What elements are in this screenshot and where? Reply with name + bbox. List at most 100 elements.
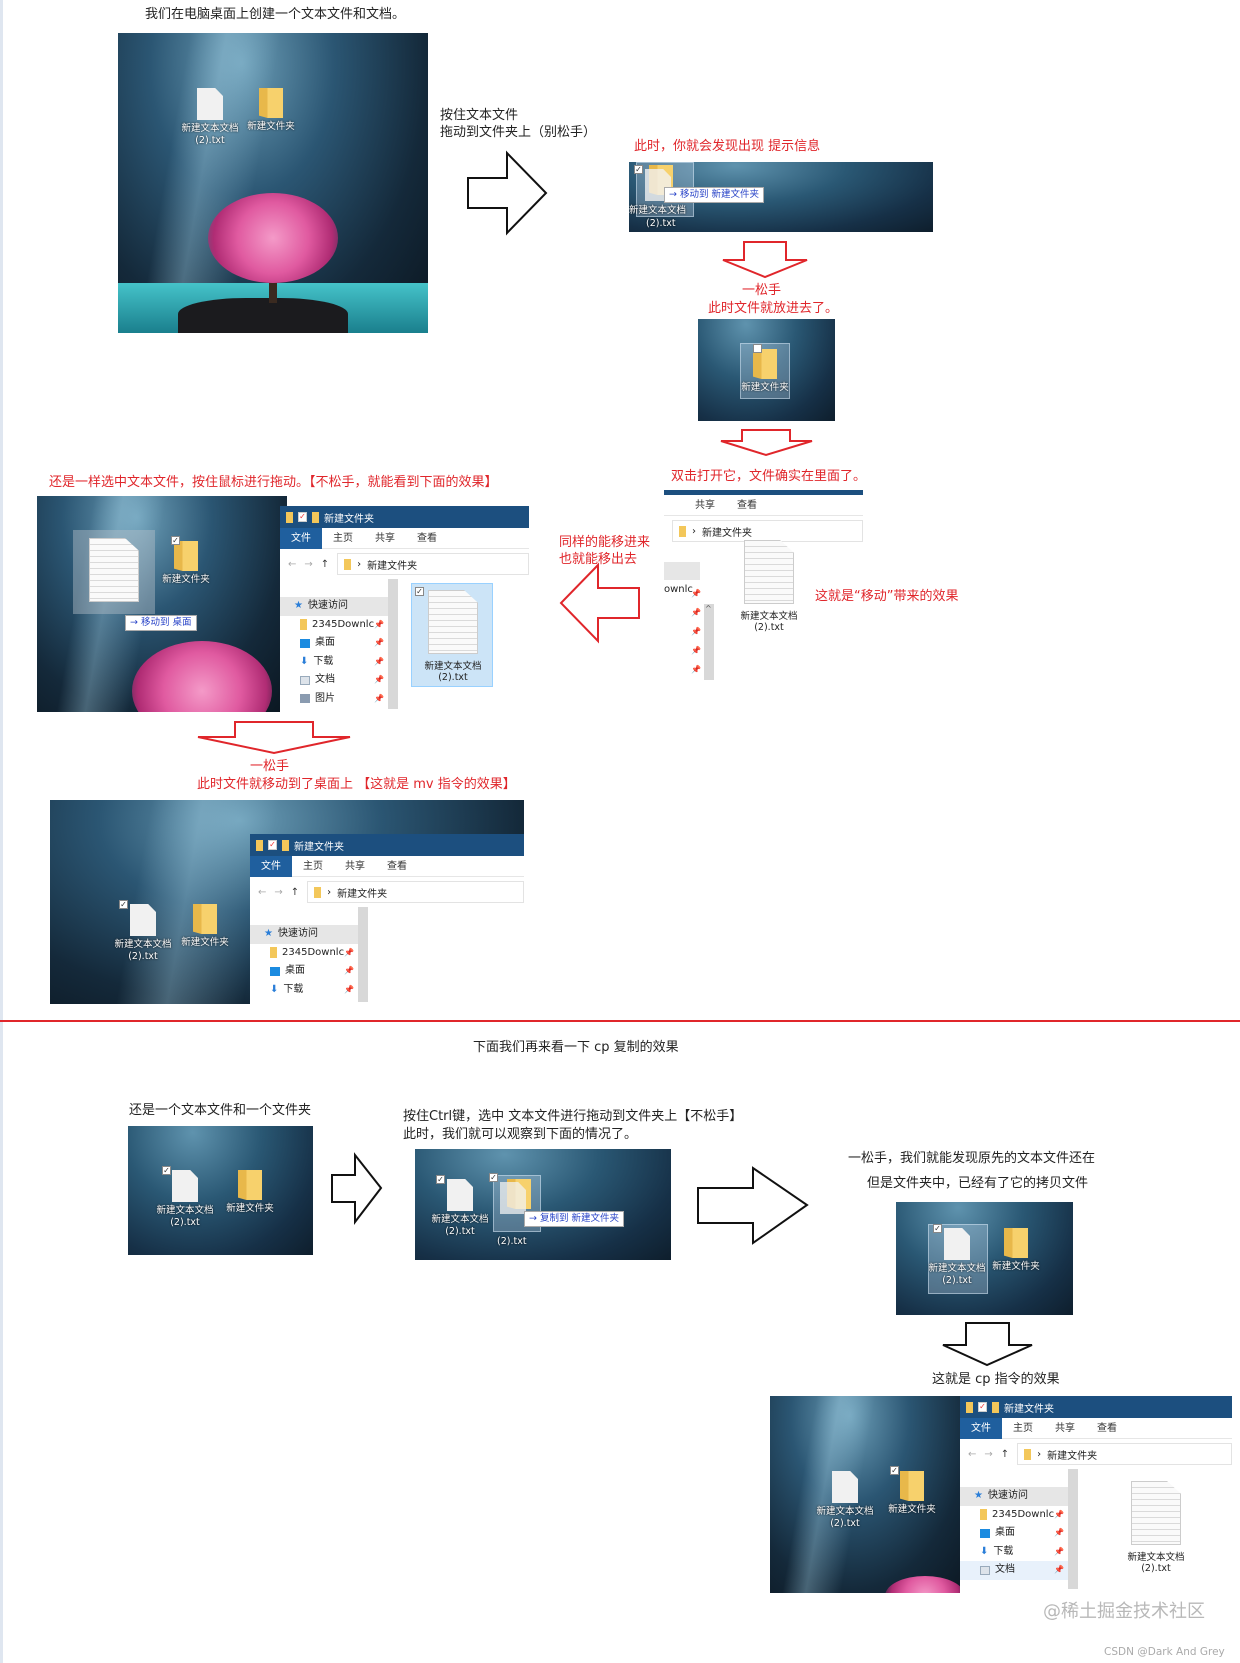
tab-file[interactable]: 文件	[280, 527, 322, 549]
file-label: 新建文本文档	[740, 611, 798, 622]
desktop-file-icon[interactable]: 新建文本文档(2).txt	[150, 1170, 220, 1229]
back-icon[interactable]: ←	[258, 886, 267, 898]
nav-item-desktop[interactable]: 桌面📌	[960, 1524, 1068, 1543]
decor	[256, 839, 263, 851]
desktop-folder-icon[interactable]: 新建文件夹	[730, 349, 800, 394]
breadcrumb[interactable]: ›新建文件夹	[307, 881, 524, 903]
title-bar-edge	[664, 490, 863, 495]
nav-item-2345downloads[interactable]: 2345Downlc📌	[280, 616, 388, 635]
file-in-folder[interactable]: 新建文本文档(2).txt	[734, 540, 804, 633]
desktop-folder-icon[interactable]: 新建文件夹	[151, 541, 221, 586]
decor	[197, 721, 351, 755]
forward-icon[interactable]: →	[984, 1448, 993, 1460]
desktop-file-icon[interactable]: 新建文本文档(2).txt	[922, 1228, 992, 1287]
navigation-pane: ★快速访问 2345Downlc📌 桌面📌 ⬇下载📌	[250, 925, 358, 1002]
desktop-file-icon[interactable]: 新建文本文档(2).txt	[175, 88, 245, 147]
desktop_items-file_ext: (2).txt	[1141, 1563, 1171, 1574]
nav-header-partial	[664, 562, 700, 580]
down-arrow-icon	[197, 721, 351, 755]
new-folder-icon[interactable]	[312, 511, 319, 523]
copied-file[interactable]: 新建文本文档(2).txt	[1116, 1481, 1196, 1574]
tab-file[interactable]: 文件	[960, 1417, 1002, 1439]
nav-item-documents[interactable]: 文档📌	[960, 1561, 1068, 1580]
nav-item-2345downloads[interactable]: 2345Downlc📌	[250, 944, 358, 963]
tab-share[interactable]: 共享	[345, 860, 365, 872]
nav-item-downloads[interactable]: ⬇下载📌	[960, 1543, 1068, 1562]
cp-effect-note: 这就是 cp 指令的效果	[932, 1372, 1060, 1387]
nav-quick-access[interactable]: ★快速访问	[280, 597, 388, 616]
explorer-title-bar: ✓新建文件夹	[280, 506, 529, 528]
scroll-up-icon[interactable]: ^	[705, 604, 712, 613]
nav-scrollbar[interactable]	[388, 579, 398, 709]
tab-share[interactable]: 共享	[695, 499, 715, 511]
tab-share[interactable]: 共享	[1055, 1422, 1075, 1434]
nav-item-downloads[interactable]: ⬇下载📌	[280, 653, 388, 672]
decor	[270, 947, 277, 959]
nav-item-partial[interactable]: ownlc	[664, 584, 693, 595]
breadcrumb[interactable]: ›新建文件夹	[672, 520, 863, 542]
nav-item-pictures[interactable]: 图片📌	[280, 690, 388, 709]
nav-item-desktop[interactable]: 桌面📌	[250, 962, 358, 981]
decor: 📌	[344, 984, 354, 994]
explorer-title-bar: ✓新建文件夹	[250, 834, 524, 856]
dragged-file-icon	[89, 538, 139, 602]
nav-item-documents[interactable]: 文档📌	[280, 671, 388, 690]
desktop_items-file_name: 新建文本文档	[114, 939, 172, 950]
forward-icon[interactable]: →	[304, 558, 313, 570]
nav-quick-access[interactable]: ★快速访问	[960, 1487, 1068, 1506]
explorer-nav-3: 下载	[283, 983, 304, 995]
desktop-folder-icon[interactable]: 新建文件夹	[170, 904, 240, 949]
up-icon[interactable]: ↑	[320, 558, 330, 570]
nav-scrollbar[interactable]	[358, 907, 368, 1002]
decor: 📌	[344, 947, 354, 957]
breadcrumb[interactable]: ›新建文件夹	[337, 553, 529, 575]
back-icon[interactable]: ←	[288, 558, 297, 570]
desktop-folder-icon[interactable]: 新建文件夹	[981, 1228, 1051, 1273]
desktop_items-file_ext: (2).txt	[128, 951, 158, 962]
back-icon[interactable]: ←	[968, 1448, 977, 1460]
desktop-file-icon[interactable]: 新建文本文档(2).txt	[810, 1471, 880, 1530]
cp-result-2: 但是文件夹中，已经有了它的拷贝文件	[867, 1176, 1089, 1191]
desktop_items-file_name: 新建文本文档	[424, 661, 482, 672]
checkbox-icon: ✓	[933, 1224, 942, 1233]
tab-home[interactable]: 主页	[1013, 1422, 1033, 1434]
desktop-folder-icon[interactable]: 新建文件夹	[215, 1170, 285, 1215]
nav-item-desktop[interactable]: 桌面📌	[280, 634, 388, 653]
folder-label: 新建文件夹	[247, 121, 295, 132]
tab-view[interactable]: 查看	[417, 532, 437, 544]
properties-icon[interactable]: ✓	[298, 512, 307, 522]
decor	[193, 904, 217, 934]
desktop-folder-icon[interactable]: 新建文件夹	[236, 88, 306, 133]
explorer-nav-0: 快速访问	[987, 1490, 1028, 1501]
release-text: 一松手	[742, 283, 782, 298]
tab-view[interactable]: 查看	[1097, 1422, 1117, 1434]
credit: CSDN @Dark And Grey	[1104, 1646, 1225, 1658]
tab-view[interactable]: 查看	[387, 860, 407, 872]
breadcrumb[interactable]: ›新建文件夹	[1017, 1443, 1232, 1465]
selected-file[interactable]: 新建文本文档(2).txt ✓	[411, 583, 493, 687]
desktop-folder-icon[interactable]: 新建文件夹	[877, 1471, 947, 1516]
decor	[1004, 1228, 1028, 1258]
decor	[900, 1471, 924, 1501]
tab-home[interactable]: 主页	[333, 532, 353, 544]
forward-icon[interactable]: →	[274, 886, 283, 898]
tab-home[interactable]: 主页	[303, 860, 323, 872]
nav-scrollbar[interactable]: ^	[704, 604, 714, 680]
checkbox-icon: ✓	[634, 165, 643, 174]
desktop-file-icon[interactable]: 新建文本文档(2).txt	[425, 1179, 495, 1238]
decor	[942, 1322, 1033, 1367]
tab-file[interactable]: 文件	[250, 855, 292, 877]
tab-view[interactable]: 查看	[737, 499, 757, 511]
nav-item-2345downloads[interactable]: 2345Downlc📌	[960, 1506, 1068, 1525]
nav-item-downloads[interactable]: ⬇下载📌	[250, 981, 358, 1000]
move-effect-note: 这就是“移动”带来的效果	[815, 589, 959, 604]
nav-scrollbar[interactable]	[1068, 1469, 1078, 1589]
up-icon[interactable]: ↑	[290, 886, 300, 898]
decor: ★	[264, 928, 273, 939]
tab-share[interactable]: 共享	[375, 532, 395, 544]
up-icon[interactable]: ↑	[1000, 1448, 1010, 1460]
nav-quick-access[interactable]: ★快速访问	[250, 925, 358, 944]
desktop-file-icon[interactable]: 新建文本文档(2).txt	[108, 904, 178, 963]
desktop_items-file_ext: (2).txt	[438, 672, 468, 683]
pink-tree	[885, 1576, 965, 1593]
